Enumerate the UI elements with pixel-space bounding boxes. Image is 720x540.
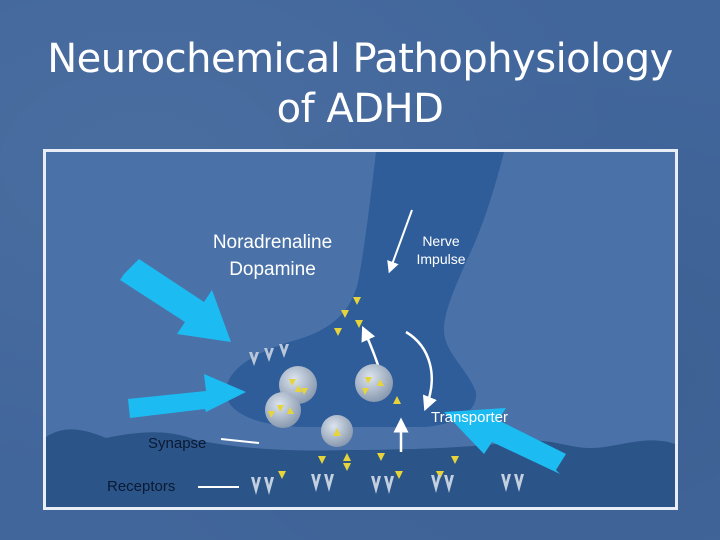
synapse-illustration xyxy=(46,152,675,507)
presynaptic-neuron xyxy=(226,152,504,427)
vesicle xyxy=(355,364,393,402)
reuptake-arrow-2 xyxy=(405,330,437,412)
nerve-impulse-arrow xyxy=(387,209,413,274)
synapse-diagram: Noradrenaline Dopamine Nerve Impulse Tra… xyxy=(43,149,678,510)
vesicle xyxy=(265,392,301,428)
title-line-2: of ADHD xyxy=(276,86,444,132)
receptors-label: Receptors xyxy=(107,478,176,495)
postsynaptic-membrane xyxy=(46,429,675,507)
slide-title: Neurochemical Pathophysiology of ADHD xyxy=(0,34,720,134)
nerve-impulse-label: Nerve Impulse xyxy=(396,232,486,268)
dopamine-label: Dopamine xyxy=(229,259,316,280)
synapse-label: Synapse xyxy=(148,435,207,452)
arrow-pointer-2 xyxy=(128,374,246,418)
title-line-1: Neurochemical Pathophysiology xyxy=(47,36,673,82)
nerve-label-line-2: Impulse xyxy=(416,251,466,267)
synapse-leader-line xyxy=(220,438,260,444)
arrow-pointer-3 xyxy=(444,408,566,474)
noradrenaline-label: Noradrenaline xyxy=(212,232,333,253)
arrow-pointer-1 xyxy=(120,259,231,342)
transporter-label: Transporter xyxy=(431,409,508,426)
receptors xyxy=(251,474,524,495)
autoreceptors xyxy=(249,344,289,366)
nerve-label-line-1: Nerve xyxy=(422,233,460,249)
neurotransmitter-label: Noradrenaline Dopamine xyxy=(170,229,375,283)
neurotransmitter-molecules xyxy=(268,297,459,479)
